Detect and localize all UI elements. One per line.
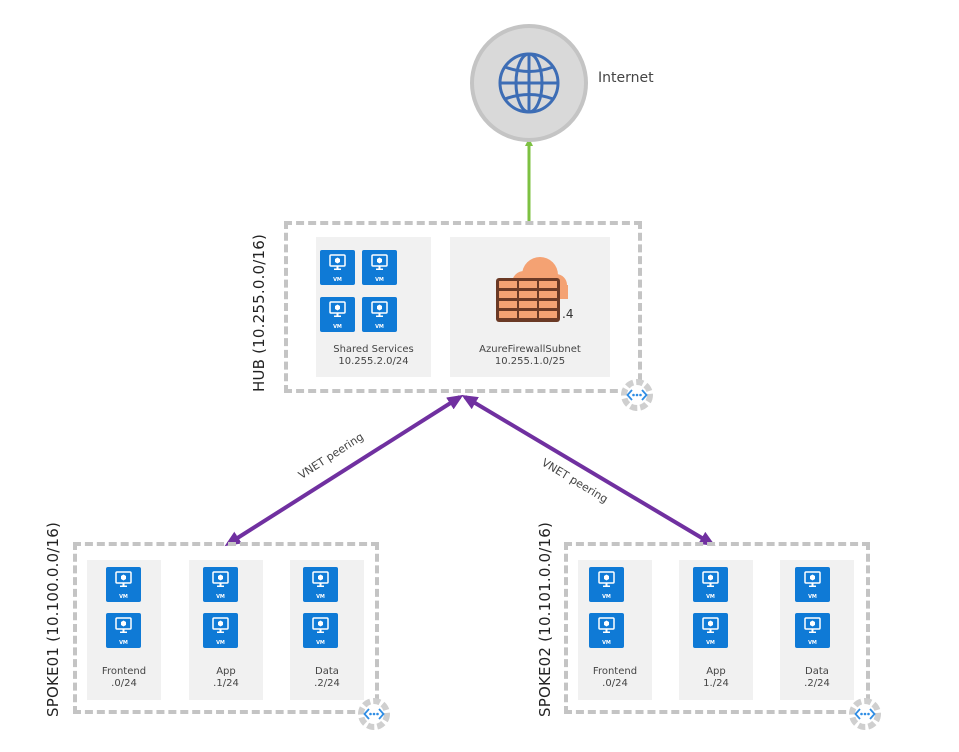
subnet-cidr: .2/24 <box>804 678 830 689</box>
subnet-cidr: .1/24 <box>213 678 239 689</box>
vm-label: VM <box>602 594 611 600</box>
vm-monitor-icon <box>212 571 229 587</box>
vm-label: VM <box>706 640 715 646</box>
vm-label: VM <box>375 277 384 283</box>
subnet-name: App <box>216 666 236 677</box>
subnet-frontend: VM VM Frontend .0/24 <box>578 560 652 700</box>
vnet-icon <box>357 697 391 731</box>
vm-monitor-icon <box>371 254 388 270</box>
spoke01-vnet <box>73 542 379 714</box>
subnet-name: App <box>706 666 726 677</box>
vm-tile: VM <box>303 613 338 648</box>
globe-icon <box>498 52 560 114</box>
subnet-data: VM VM Data .2/24 <box>780 560 854 700</box>
internet-node <box>470 24 588 142</box>
vnet-gear-icon <box>849 698 881 730</box>
subnet-cidr: .0/24 <box>602 678 628 689</box>
vm-monitor-icon <box>329 254 346 270</box>
vm-label: VM <box>119 640 128 646</box>
subnet-name: Data <box>805 666 829 677</box>
subnet-cidr: 10.255.2.0/24 <box>338 356 409 367</box>
subnet-cidr: 1./24 <box>703 678 729 689</box>
vm-label: VM <box>216 640 225 646</box>
vm-label: VM <box>119 594 128 600</box>
vm-label: VM <box>375 324 384 330</box>
spoke01-label: SPOKE01 (10.100.0.0/16) <box>44 521 62 717</box>
subnet-data: VM VM Data .2/24 <box>290 560 364 700</box>
vm-label: VM <box>316 640 325 646</box>
vm-monitor-icon <box>371 301 388 317</box>
subnet-shared-services: VM VM VM VM Shared Services 10.255.2.0/2… <box>316 237 431 377</box>
vm-monitor-icon <box>115 617 132 633</box>
vm-tile: VM <box>589 567 624 602</box>
vm-tile: VM <box>589 613 624 648</box>
vm-label: VM <box>333 277 342 283</box>
vm-tile: VM <box>693 613 728 648</box>
vm-tile: VM <box>106 567 141 602</box>
vm-monitor-icon <box>115 571 132 587</box>
subnet-app: VM VM App .1/24 <box>189 560 263 700</box>
subnet-cidr: .2/24 <box>314 678 340 689</box>
vm-monitor-icon <box>212 617 229 633</box>
vm-tile: VM <box>106 613 141 648</box>
subnet-frontend: VM VM Frontend .0/24 <box>87 560 161 700</box>
vnet-gear-icon <box>621 379 653 411</box>
vm-monitor-icon <box>702 617 719 633</box>
vm-monitor-icon <box>312 571 329 587</box>
vm-label: VM <box>316 594 325 600</box>
vm-monitor-icon <box>702 571 719 587</box>
vm-tile: VM <box>362 297 397 332</box>
vnet-icon <box>620 378 654 412</box>
subnet-app: VM VM App 1./24 <box>679 560 753 700</box>
spoke02-label: SPOKE02 (10.101.0.0/16) <box>536 521 554 717</box>
internet-label: Internet <box>598 70 654 86</box>
vm-tile: VM <box>795 567 830 602</box>
peering-spoke02 <box>461 394 716 547</box>
subnet-name: Data <box>315 666 339 677</box>
vnet-gear-icon <box>358 698 390 730</box>
vm-tile: VM <box>320 297 355 332</box>
vm-tile: VM <box>203 567 238 602</box>
subnet-name: Shared Services <box>333 344 414 355</box>
vm-label: VM <box>333 324 342 330</box>
subnet-cidr: .0/24 <box>111 678 137 689</box>
hub-vnet <box>284 221 642 393</box>
vm-monitor-icon <box>329 301 346 317</box>
subnet-name: Frontend <box>592 666 638 677</box>
vm-label: VM <box>808 594 817 600</box>
vm-tile: VM <box>795 613 830 648</box>
vm-label: VM <box>602 640 611 646</box>
vm-monitor-icon <box>598 617 615 633</box>
firewall-ip: .4 <box>562 307 574 321</box>
subnet-azure-firewall: .4 AzureFirewallSubnet 10.255.1.0/25 <box>450 237 610 377</box>
vm-tile: VM <box>203 613 238 648</box>
vm-label: VM <box>706 594 715 600</box>
peering-spoke01 <box>224 394 464 547</box>
vm-tile: VM <box>362 250 397 285</box>
vm-monitor-icon <box>804 571 821 587</box>
vm-monitor-icon <box>598 571 615 587</box>
vm-label: VM <box>216 594 225 600</box>
vnet-icon <box>848 697 882 731</box>
spoke02-vnet <box>564 542 870 714</box>
vm-label: VM <box>808 640 817 646</box>
firewall-icon <box>496 257 568 322</box>
vm-tile: VM <box>303 567 338 602</box>
vm-tile: VM <box>320 250 355 285</box>
subnet-name: Frontend <box>101 666 147 677</box>
subnet-cidr: 10.255.1.0/25 <box>494 356 566 367</box>
vm-tile: VM <box>693 567 728 602</box>
subnet-name: AzureFirewallSubnet <box>479 344 581 355</box>
vm-monitor-icon <box>312 617 329 633</box>
vm-monitor-icon <box>804 617 821 633</box>
hub-label: HUB (10.255.0.0/16) <box>250 233 268 392</box>
